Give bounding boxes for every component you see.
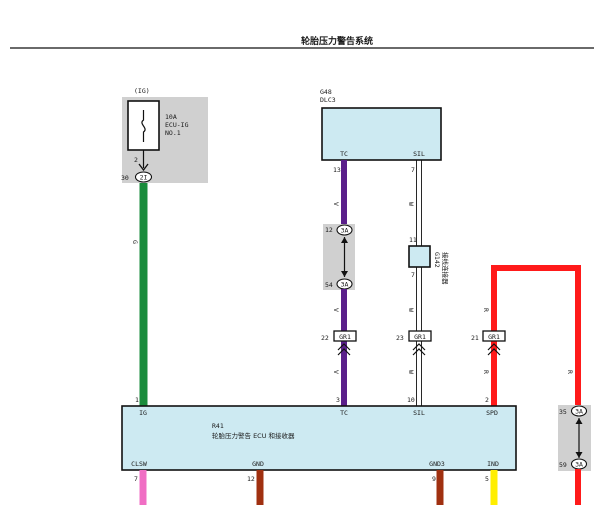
ecu-box (121, 405, 517, 471)
fuse-pin-top: 2 (134, 156, 138, 164)
ecu-pin-spd-num: 2 (485, 396, 489, 404)
fuse-arrow-icon (138, 163, 149, 172)
dlc-connector-box (321, 107, 442, 161)
gr1-sil-connector (408, 330, 432, 342)
ecu-pin-spd-label: SPD (486, 409, 498, 417)
ecu-pin-tc-label: TC (340, 409, 348, 417)
junction-a-connector-top-label: 3A (341, 227, 349, 235)
page-title: 轮胎压力警告系统 (301, 35, 373, 47)
junction-b-connector-top (570, 405, 588, 417)
gr1-tc-pin: 22 (321, 334, 329, 342)
wire-tc-color-label-3: V (332, 370, 340, 374)
ecu-pin-ind-num: 5 (485, 475, 489, 483)
junction-connector-box (408, 245, 431, 268)
ecu-pin-sil-num: 10 (407, 396, 415, 404)
wire-sil-color-label: W (407, 202, 415, 206)
junction-a-arrow-up-icon (341, 237, 348, 243)
gr1-tc-chevron-icon (337, 343, 351, 356)
dlc-pin-tc-num: 13 (333, 166, 341, 174)
ecu-pin-tc-num: 3 (336, 396, 340, 404)
junction-b-arrow-down-icon (575, 452, 583, 458)
fuse-element-icon (141, 110, 146, 142)
ecu-pin-gnd-label: GND (252, 460, 264, 468)
junction-b-connector-top-label: 3A (575, 408, 583, 416)
junction-b-arrow-up-icon (575, 418, 583, 424)
junction-connector-pin-bottom: 7 (411, 271, 415, 279)
wire-spd-color-label: R (482, 308, 490, 312)
wire-spd-color-label-2: R (482, 370, 490, 374)
junction-connector-pin-top: 11 (409, 236, 417, 244)
ecu-pin-ig-label: IG (139, 409, 147, 417)
ecu-pin-gnd3-num: 9 (432, 475, 436, 483)
junction-connector-id: G142 (433, 252, 441, 268)
fuse-name: ECU-IG (165, 121, 189, 129)
junction-b-pin-bottom: 59 (559, 461, 567, 469)
dlc-name: DLC3 (320, 96, 336, 104)
ecu-pin-gnd-num: 12 (247, 475, 255, 483)
wire-sil-color-label-3: W (407, 370, 415, 374)
gr1-tc-connector (333, 330, 357, 342)
gr1-tc-label: GR1 (339, 333, 351, 341)
gr1-sil-label: GR1 (414, 333, 426, 341)
ecu-pin-clsw-num: 7 (134, 475, 138, 483)
fuse-number: NO.1 (165, 129, 181, 137)
gr1-spd-pin: 21 (471, 334, 479, 342)
ecu-pin-gnd3-label: GND3 (429, 460, 445, 468)
ecu-id: R41 (212, 422, 224, 430)
gr1-spd-label: GR1 (488, 333, 500, 341)
wire-ig-color-label: G (131, 240, 139, 244)
junction-a-connector-bottom-label: 3A (341, 281, 349, 289)
wire-tc-color-label-2: V (332, 308, 340, 312)
gr1-spd-chevron-icon (487, 343, 501, 356)
junction-b-connector-bottom-label: 3A (575, 461, 583, 469)
ecu-pin-ig-num: 1 (135, 396, 139, 404)
dlc-pin-sil-label: SIL (413, 150, 425, 158)
wire-spd-color-label-3: R (566, 370, 574, 374)
junction-b-pin-top: 35 (559, 408, 567, 416)
ecu-pin-clsw-label: CLSW (131, 460, 147, 468)
gr1-spd-connector (482, 330, 506, 342)
junction-a-pin-top: 12 (325, 226, 333, 234)
junction-a-arrow-down-icon (341, 271, 348, 277)
wire-sil-color-label-2: W (407, 308, 415, 312)
junction-a-background (323, 224, 355, 290)
dlc-pin-sil-num: 7 (411, 166, 415, 174)
fuse-pin-left: 30 (121, 174, 129, 182)
junction-a-connector-top (336, 224, 353, 236)
ecu-pin-ind-label: IND (487, 460, 499, 468)
gr1-sil-chevron-icon (412, 343, 426, 356)
fuse-connector (134, 171, 153, 183)
junction-connector-label: 接线连接器 (441, 252, 450, 285)
ecu-pin-sil-label: SIL (413, 409, 425, 417)
ecu-name: 轮胎压力警告 ECU 和接收器 (212, 431, 295, 440)
dlc-pin-tc-label: TC (340, 150, 348, 158)
fuse-circuit-label: (IG) (134, 87, 150, 95)
gr1-sil-pin: 23 (396, 334, 404, 342)
dlc-id: G48 (320, 88, 332, 96)
junction-a-pin-bottom: 54 (325, 281, 333, 289)
fuse-rating: 10A (165, 113, 177, 121)
wire-tc-color-label: V (332, 202, 340, 206)
fuse-connector-label: 2I (140, 174, 148, 182)
